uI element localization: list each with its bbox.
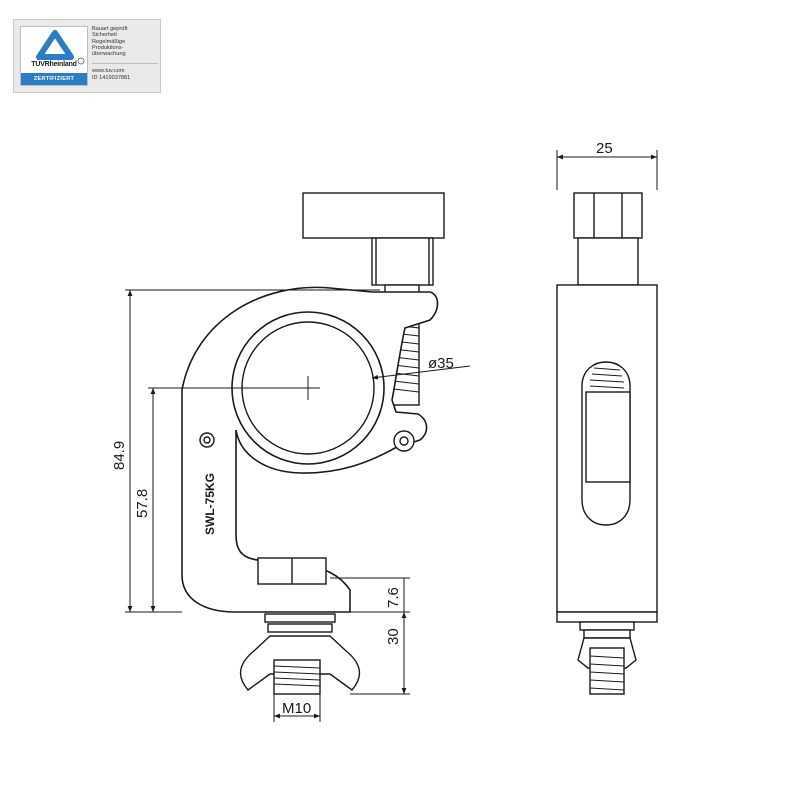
tuv-triangle-icon <box>36 30 85 65</box>
bolt-shank <box>273 659 321 695</box>
side-bolt <box>589 647 625 695</box>
cert-line-1: Bauart geprüft <box>92 26 128 32</box>
dimension-lines <box>125 150 658 722</box>
washer-bottom <box>267 623 333 633</box>
tuv-certificate-badge: TÜVRheinland ZERTIFIZIERT Bauart geprüft… <box>13 19 161 93</box>
dim-height-nut: 7.6 <box>385 587 402 608</box>
cert-line-4: Produktions- <box>92 44 124 51</box>
tuv-logo: TÜVRheinland ZERTIFIZIERT <box>20 26 88 86</box>
cert-line-3: Regelmäßige <box>92 38 126 45</box>
tuv-brand-text: TÜVRheinland <box>31 61 77 68</box>
dim-height-bolt: 30 <box>385 628 402 645</box>
front-view <box>181 192 445 695</box>
dim-height-center: 57.8 <box>134 489 151 518</box>
certified-strip: ZERTIFIZIERT <box>21 73 87 85</box>
side-view <box>556 192 658 695</box>
cert-line-5: überwachung <box>92 51 126 58</box>
t-handle-bar <box>302 192 445 239</box>
side-stem <box>577 237 639 286</box>
side-handle <box>573 192 643 239</box>
cert-id: ID 1419037881 <box>92 74 131 81</box>
t-handle-stem <box>371 237 434 286</box>
washer-top <box>264 613 336 623</box>
cert-website: www.tuv.com <box>92 68 125 75</box>
dim-tube-diameter: ø35 <box>428 355 454 372</box>
dim-height-total: 84.9 <box>111 441 128 470</box>
side-base <box>556 611 658 623</box>
dim-thread: M10 <box>282 700 311 717</box>
dim-width: 25 <box>596 140 613 157</box>
model-marking: SWL-75KG <box>203 473 217 535</box>
certificate-text: Bauart geprüft Sicherheit Regelmäßige Pr… <box>92 26 158 81</box>
cert-line-2: Sicherheit <box>92 32 117 39</box>
